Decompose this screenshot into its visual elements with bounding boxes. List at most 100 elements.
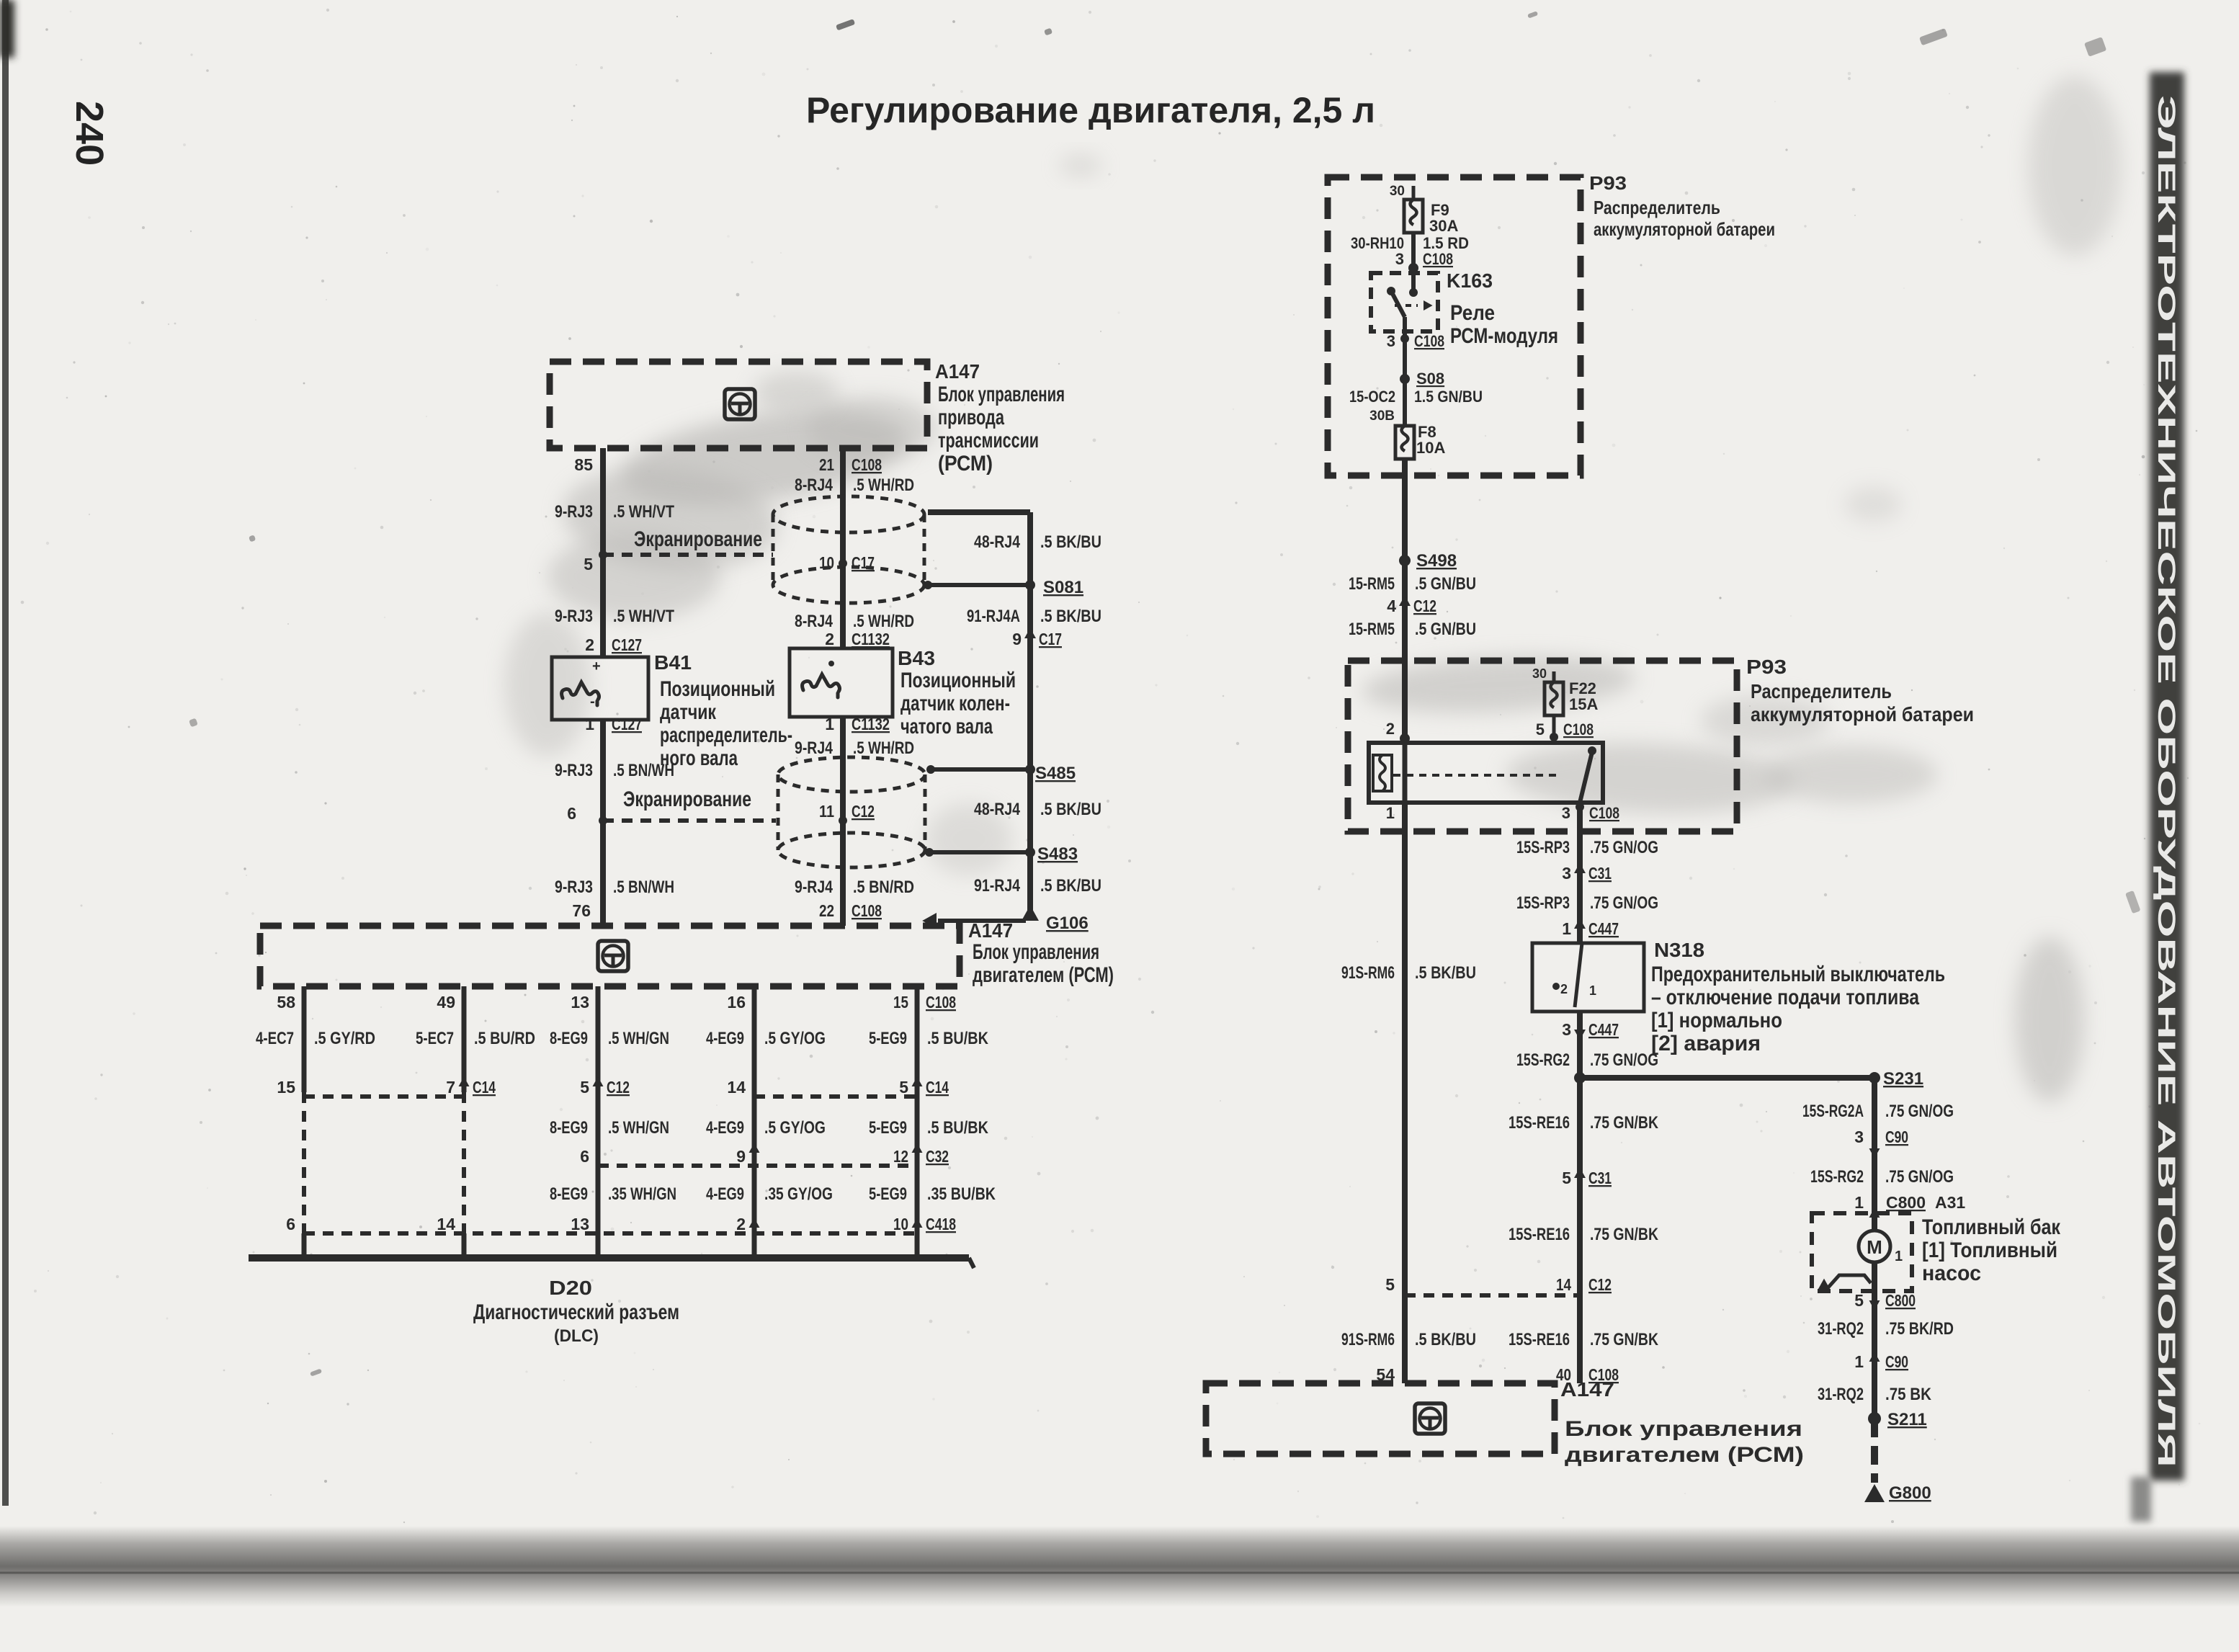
svg-text:1.5 GN/BU: 1.5 GN/BU <box>1414 388 1483 406</box>
svg-text:5-EG9: 5-EG9 <box>869 1184 907 1204</box>
svg-text:48-RJ4: 48-RJ4 <box>974 800 1021 819</box>
svg-text:S498: S498 <box>1416 551 1457 571</box>
svg-text:12: 12 <box>893 1147 908 1166</box>
svg-text:.75 GN/OG: .75 GN/OG <box>1590 838 1658 857</box>
svg-text:91-RJ4: 91-RJ4 <box>974 876 1021 896</box>
svg-text:S211: S211 <box>1887 1410 1927 1429</box>
svg-text:Регулирование двигателя, 2,5 л: Регулирование двигателя, 2,5 л <box>806 90 1375 130</box>
svg-text:насос: насос <box>1922 1262 1981 1285</box>
svg-text:6: 6 <box>580 1147 589 1166</box>
svg-text:8-EG9: 8-EG9 <box>550 1184 588 1204</box>
svg-text:S08: S08 <box>1416 370 1444 388</box>
svg-text:.5 BU/RD: .5 BU/RD <box>474 1029 535 1048</box>
svg-text:7: 7 <box>446 1078 455 1097</box>
svg-text:.5 WH/VT: .5 WH/VT <box>613 607 674 626</box>
svg-text:A31: A31 <box>1935 1193 1965 1212</box>
svg-text:22: 22 <box>819 901 834 920</box>
svg-text:C31: C31 <box>1588 864 1612 883</box>
svg-text:.5 WH/GN: .5 WH/GN <box>608 1118 669 1138</box>
svg-text:Предохранительный выключатель: Предохранительный выключатель <box>1651 963 1945 986</box>
svg-text:15: 15 <box>277 1078 295 1097</box>
svg-text:[1] нормально: [1] нормально <box>1651 1009 1782 1032</box>
svg-text:15: 15 <box>893 993 908 1012</box>
svg-text:8-EG9: 8-EG9 <box>550 1118 588 1138</box>
svg-text:9-RJ4: 9-RJ4 <box>795 738 834 758</box>
svg-text:30: 30 <box>1532 666 1547 681</box>
svg-text:D20: D20 <box>549 1277 592 1299</box>
svg-text:S483: S483 <box>1037 844 1078 864</box>
svg-text:Блок управления: Блок управления <box>938 383 1065 406</box>
svg-text:[1] Топливный: [1] Топливный <box>1922 1238 2057 1262</box>
svg-text:5: 5 <box>584 555 593 573</box>
svg-text:15S-RE16: 15S-RE16 <box>1509 1225 1570 1244</box>
svg-text:привода: привода <box>938 406 1004 429</box>
svg-text:Диагностический разъем: Диагностический разъем <box>473 1300 679 1324</box>
svg-text:10: 10 <box>819 553 834 572</box>
svg-text:14: 14 <box>1556 1275 1571 1294</box>
svg-text:C108: C108 <box>852 455 882 474</box>
svg-text:РСМ-модуля: РСМ-модуля <box>1450 324 1558 348</box>
svg-text:S231: S231 <box>1883 1069 1923 1089</box>
svg-text:Блок управления: Блок управления <box>1565 1417 1802 1441</box>
svg-text:C12: C12 <box>1413 597 1436 615</box>
svg-text:4-EG9: 4-EG9 <box>706 1029 744 1048</box>
svg-text:30-RH10: 30-RH10 <box>1351 234 1404 252</box>
svg-text:.5 BN/RD: .5 BN/RD <box>853 878 914 897</box>
svg-text:.5 WH/GN: .5 WH/GN <box>608 1029 669 1048</box>
svg-text:3: 3 <box>1387 332 1395 350</box>
svg-text:5-EG9: 5-EG9 <box>869 1118 907 1138</box>
svg-text:C108: C108 <box>1588 1365 1619 1384</box>
svg-text:-: - <box>590 694 595 710</box>
svg-text:S081: S081 <box>1043 578 1083 597</box>
svg-text:.35 WH/GN: .35 WH/GN <box>608 1184 676 1204</box>
svg-text:A147: A147 <box>1560 1378 1614 1401</box>
svg-text:4-EG9: 4-EG9 <box>706 1118 744 1138</box>
svg-text:15A: 15A <box>1569 695 1598 713</box>
svg-text:5: 5 <box>580 1078 589 1097</box>
svg-text:трансмиссии: трансмиссии <box>938 429 1039 452</box>
svg-text:F8: F8 <box>1418 423 1436 441</box>
svg-text:30: 30 <box>1390 184 1405 199</box>
svg-text:9-RJ3: 9-RJ3 <box>555 607 593 626</box>
svg-text:.5 GN/BU: .5 GN/BU <box>1415 620 1476 639</box>
svg-text:1: 1 <box>1854 1352 1864 1371</box>
svg-text:.35 BU/BK: .35 BU/BK <box>927 1184 996 1204</box>
svg-text:15S-RG2A: 15S-RG2A <box>1802 1102 1864 1121</box>
svg-text:30A: 30A <box>1429 217 1458 235</box>
svg-text:K163: K163 <box>1447 269 1493 292</box>
svg-text:C800: C800 <box>1886 1193 1926 1212</box>
svg-text:2: 2 <box>1560 982 1568 996</box>
svg-text:Экранирование: Экранирование <box>634 527 762 551</box>
svg-text:Позиционный: Позиционный <box>660 677 775 701</box>
svg-text:5: 5 <box>1385 1275 1395 1294</box>
svg-text:1: 1 <box>585 715 594 733</box>
svg-text:Экранирование: Экранирование <box>623 787 751 811</box>
svg-text:1: 1 <box>1854 1193 1864 1212</box>
svg-text:2: 2 <box>825 630 834 648</box>
svg-text:B41: B41 <box>654 651 692 674</box>
svg-text:58: 58 <box>277 993 295 1012</box>
svg-text:(РСМ): (РСМ) <box>938 452 993 475</box>
svg-text:C108: C108 <box>926 993 956 1012</box>
svg-text:9: 9 <box>1012 630 1022 648</box>
svg-text:A147: A147 <box>968 919 1013 942</box>
svg-text:5-EC7: 5-EC7 <box>416 1029 454 1048</box>
svg-text:5: 5 <box>1854 1291 1864 1310</box>
svg-text:76: 76 <box>572 901 591 920</box>
svg-text:15S-RG2: 15S-RG2 <box>1810 1167 1864 1187</box>
svg-text:3: 3 <box>1562 864 1571 883</box>
svg-text:9-RJ3: 9-RJ3 <box>555 761 593 780</box>
svg-text:распределитель-: распределитель- <box>660 723 792 747</box>
svg-text:+: + <box>592 658 601 674</box>
svg-text:91-RJ4A: 91-RJ4A <box>967 607 1020 626</box>
svg-text:3: 3 <box>1854 1128 1864 1146</box>
svg-text:ного вала: ного вала <box>660 746 738 770</box>
svg-text:.75 GN/BK: .75 GN/BK <box>1590 1330 1659 1349</box>
svg-text:.5 BK/BU: .5 BK/BU <box>1040 532 1101 552</box>
svg-text:C1132: C1132 <box>852 715 890 733</box>
svg-text:C90: C90 <box>1885 1352 1908 1371</box>
svg-text:8-EG9: 8-EG9 <box>550 1029 588 1048</box>
svg-text:Распределитель: Распределитель <box>1594 197 1720 218</box>
svg-text:аккумуляторной батареи: аккумуляторной батареи <box>1751 703 1974 725</box>
svg-text:15S-RP3: 15S-RP3 <box>1516 893 1570 913</box>
